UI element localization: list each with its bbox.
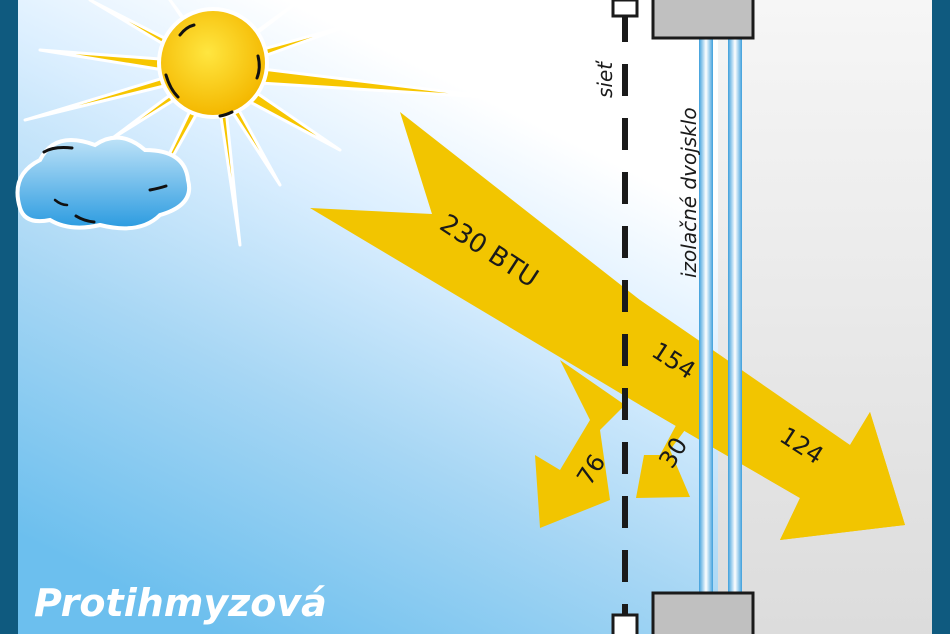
room-background [718,0,932,634]
cloud-icon [15,135,192,231]
reflected-screen-arrow [535,360,625,528]
insect-screen-icon [611,0,639,634]
double-glazing-icon [699,38,742,594]
screen-label: sieť [593,60,617,98]
sun-icon [23,0,502,247]
page-title: Protihmyzová [34,581,327,625]
reflected-glass-arrow [636,380,700,498]
window-frame-icon [651,0,755,634]
glass-label: izolačné dvojsklo [677,107,701,278]
